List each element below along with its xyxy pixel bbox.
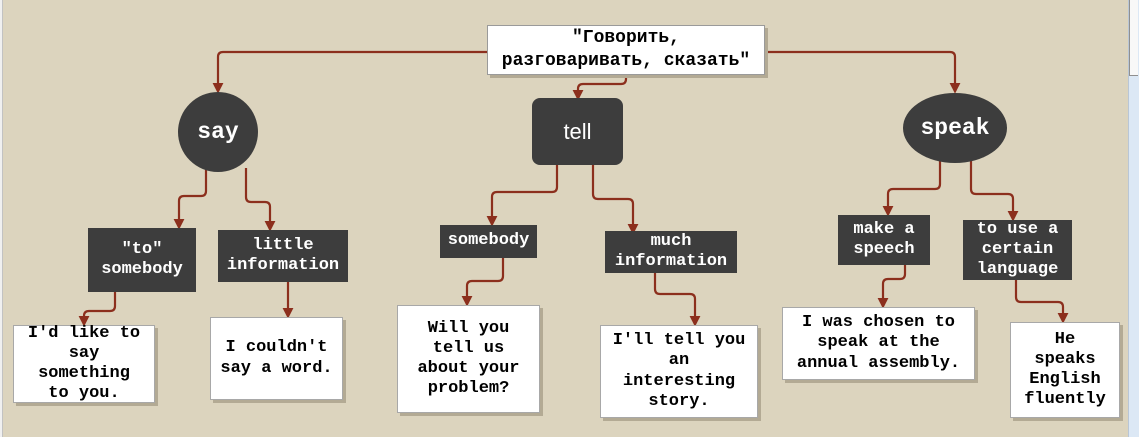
vertical-scrollbar[interactable] (1128, 0, 1139, 437)
connector-usage-example-tell0 (461, 258, 505, 307)
usage-box-say-little-information: little information (218, 230, 348, 282)
verb-label: tell (563, 118, 592, 144)
scrollbar-thumb[interactable] (1129, 0, 1138, 76)
example-box-say-2: I couldn't say a word. (210, 317, 343, 400)
usage-label: little information (226, 235, 340, 275)
connector-tell-usage0 (486, 165, 559, 227)
verb-label: speak (920, 115, 990, 141)
example-box-tell-1: Will you tell us about your problem? (397, 305, 540, 413)
connector-title-speak (765, 50, 961, 94)
title-text: "Говорить, разговаривать, сказать" (501, 27, 751, 71)
connector-say-usage1 (244, 168, 276, 232)
connector-title-say (212, 50, 487, 94)
example-box-speak-1: I was chosen to speak at the annual asse… (782, 307, 975, 380)
connector-say-usage0 (173, 166, 208, 230)
connector-usage-example-say0 (78, 292, 117, 327)
verb-node-speak: speak (903, 93, 1007, 163)
usage-label: somebody (447, 231, 530, 251)
connector-usage-example-tell1 (653, 273, 701, 327)
usage-label: make a speech (853, 219, 915, 259)
connector-speak-usage1 (969, 161, 1019, 222)
usage-label: to use a certain language (976, 219, 1059, 280)
connector-title-tell (572, 75, 628, 101)
verb-node-tell: tell (532, 98, 623, 165)
usage-box-tell-somebody: somebody (440, 225, 537, 258)
usage-box-tell-much-information: much information (605, 231, 737, 273)
example-box-say-1: I'd like to say something to you. (13, 323, 155, 404)
connector-usage-example-speak0 (877, 265, 907, 309)
usage-box-say-to-somebody: "to" somebody (88, 228, 196, 292)
usage-box-speak-certain-language: to use a certain language (963, 220, 1072, 280)
usage-label: "to" somebody (101, 239, 183, 279)
connector-speak-usage0 (882, 161, 942, 217)
window-left-border (0, 0, 3, 437)
example-text: He speaks English fluently (1024, 329, 1106, 410)
verb-label: say (197, 119, 239, 145)
connector-tell-usage1 (591, 165, 639, 235)
example-text: I couldn't say a word. (220, 338, 333, 378)
example-box-tell-2: I'll tell you an interesting story. (600, 325, 758, 418)
example-text: I'd like to say something to you. (27, 323, 141, 404)
example-text: Will you tell us about your problem? (417, 318, 520, 399)
connector-usage-example-speak1 (1014, 280, 1069, 324)
example-text: I'll tell you an interesting story. (612, 331, 746, 411)
usage-box-speak-make-a-speech: make a speech (838, 215, 930, 265)
example-box-speak-2: He speaks English fluently (1010, 322, 1120, 418)
usage-label: much information (614, 231, 728, 271)
title-box: "Говорить, разговаривать, сказать" (487, 25, 765, 75)
example-text: I was chosen to speak at the annual asse… (796, 313, 961, 373)
verb-node-say: say (178, 92, 258, 172)
